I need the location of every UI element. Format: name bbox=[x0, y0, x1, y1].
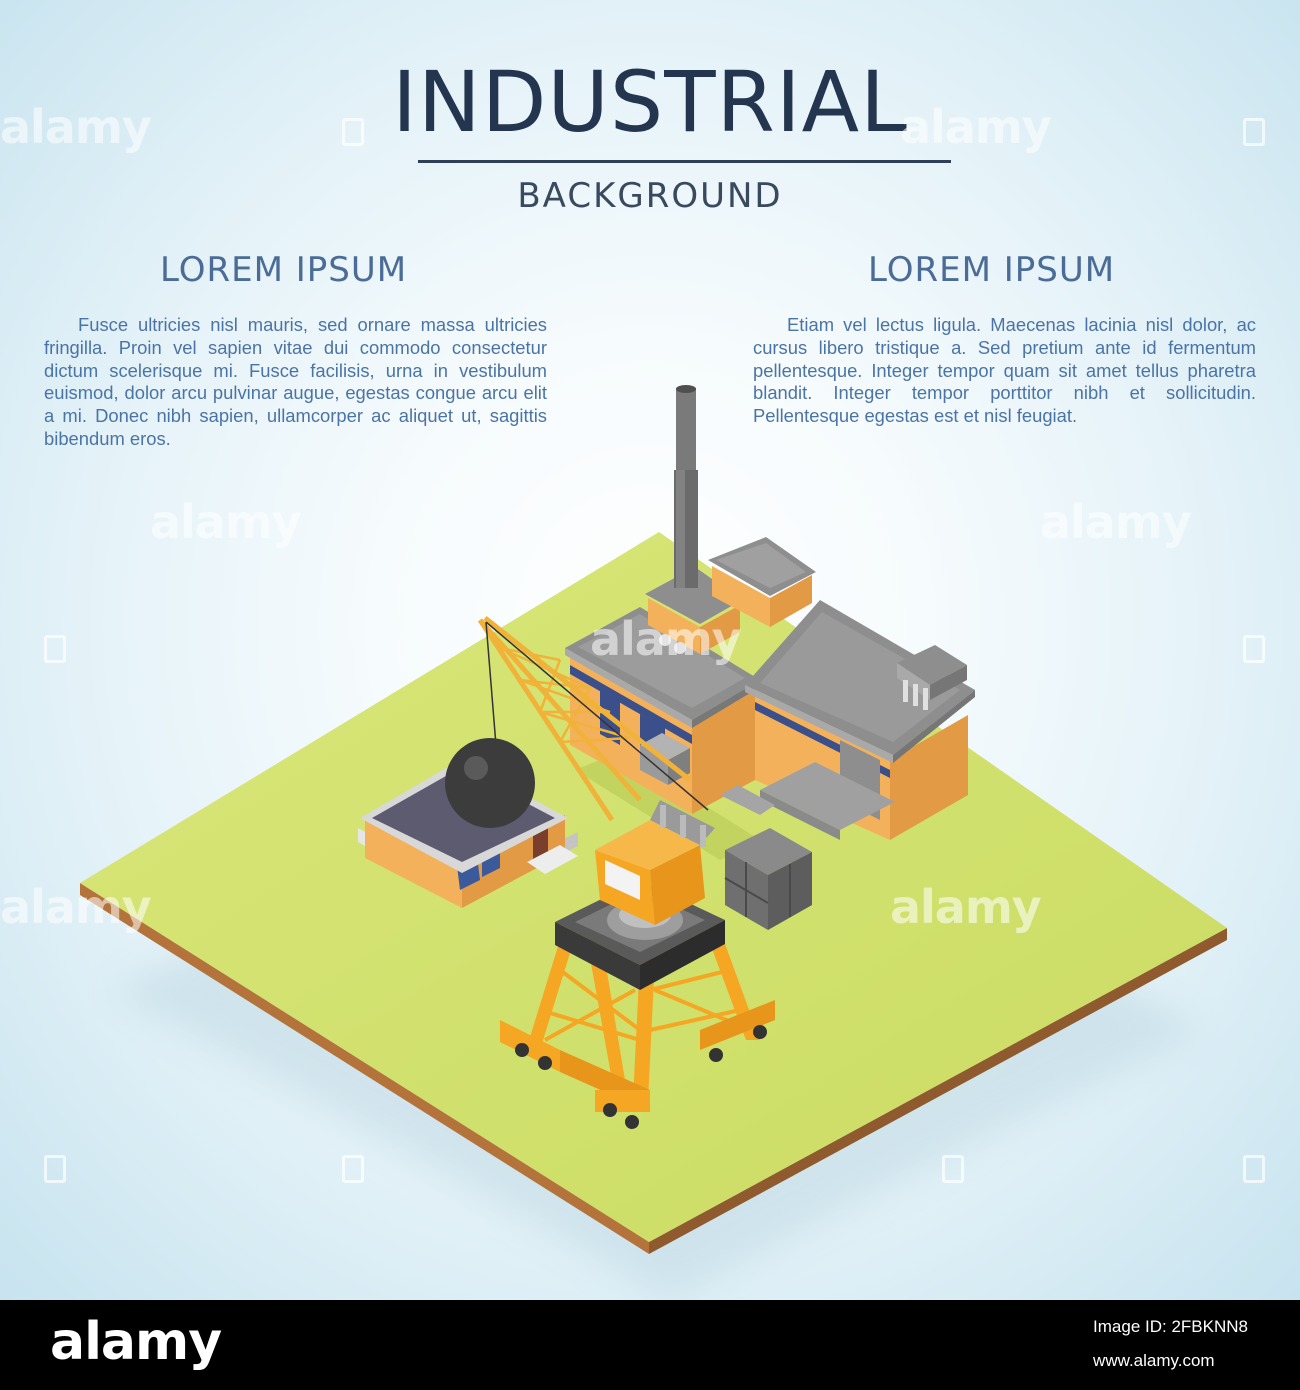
gantry-crane bbox=[445, 616, 812, 1129]
wrecking-ball bbox=[445, 738, 535, 828]
left-column-text: Fusce ultricies nisl mauris, sed ornare … bbox=[44, 314, 547, 449]
watermark-mark bbox=[44, 1155, 66, 1183]
watermark-mark bbox=[342, 118, 364, 146]
right-column-text: Etiam vel lectus ligula. Maecenas lacini… bbox=[753, 314, 1256, 427]
watermark: alamy bbox=[150, 495, 302, 549]
poster: INDUSTRIAL BACKGROUND LOREM IPSUM LOREM … bbox=[0, 0, 1300, 1300]
watermark-mark bbox=[44, 635, 66, 663]
footer-bar: alamy Image ID: 2FBKNN8 www.alamy.com bbox=[0, 1300, 1300, 1390]
industrial-scene bbox=[80, 385, 1227, 1300]
poster-subtitle: BACKGROUND bbox=[517, 176, 783, 216]
watermark: alamy bbox=[900, 100, 1052, 154]
poster-title: INDUSTRIAL bbox=[392, 53, 908, 151]
watermark: alamy bbox=[1040, 495, 1192, 549]
watermark: alamy bbox=[0, 880, 152, 934]
left-column-heading: LOREM IPSUM bbox=[160, 250, 408, 290]
watermark: alamy bbox=[890, 880, 1042, 934]
watermark-mark bbox=[342, 1155, 364, 1183]
watermark-mark bbox=[1243, 635, 1265, 663]
watermark-mark bbox=[1243, 1155, 1265, 1183]
footer-image-info: Image ID: 2FBKNN8 www.alamy.com bbox=[1093, 1316, 1248, 1372]
image-id: Image ID: 2FBKNN8 bbox=[1093, 1317, 1248, 1336]
watermark-mark bbox=[1243, 118, 1265, 146]
right-column-heading: LOREM IPSUM bbox=[868, 250, 1116, 290]
footer-url[interactable]: www.alamy.com bbox=[1093, 1351, 1215, 1370]
watermark: alamy bbox=[0, 100, 152, 154]
watermark: alamy bbox=[590, 612, 742, 666]
footer-logo: alamy bbox=[50, 1312, 222, 1372]
watermark-mark bbox=[942, 1155, 964, 1183]
title-underline bbox=[418, 160, 951, 163]
